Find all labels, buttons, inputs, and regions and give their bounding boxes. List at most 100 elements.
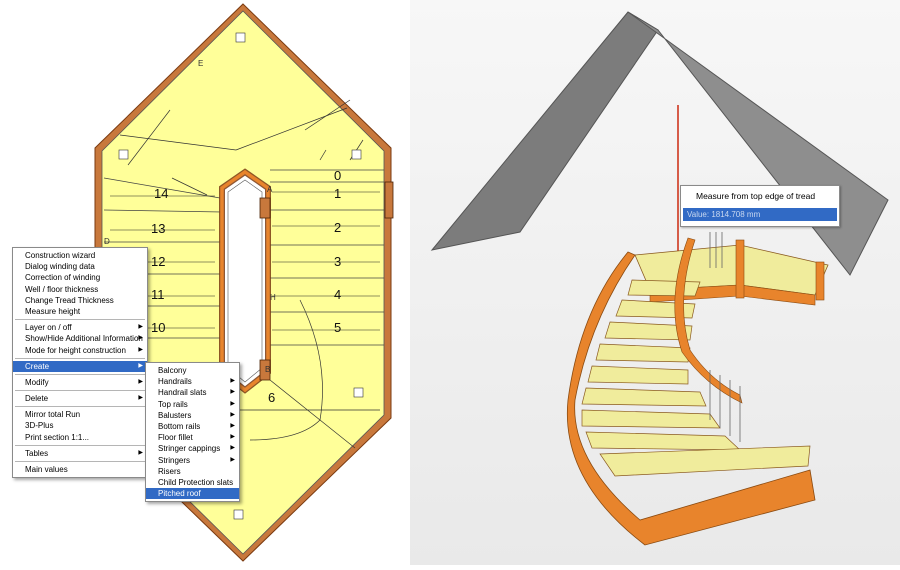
plan-tread-numbers: 14 13 12 11 10 0 1 2 3 4 5 6 <box>151 168 341 405</box>
tread-number: 1 <box>334 186 341 201</box>
submenu-arrow-icon: ▶ <box>138 324 143 331</box>
menu-item-label: Stringers <box>158 455 191 465</box>
menu-item-label: Layer on / off <box>25 323 72 333</box>
submenu-arrow-icon: ▶ <box>230 378 235 385</box>
tooltip-title: Measure from top edge of tread <box>696 191 816 201</box>
tread-number: 4 <box>334 287 341 302</box>
menu-item-label: Modify <box>25 377 49 387</box>
tread-number: 13 <box>151 221 165 236</box>
menu-separator <box>15 444 145 446</box>
submenu-arrow-icon: ▶ <box>138 395 143 402</box>
menu-item-balcony[interactable]: Balcony <box>146 365 239 376</box>
menu-item-handrails[interactable]: Handrails ▶ <box>146 376 239 387</box>
menu-item-label: Delete <box>25 394 49 404</box>
3d-model <box>430 11 889 546</box>
menu-item-label: Create <box>25 361 50 371</box>
tread-number: 0 <box>334 168 341 183</box>
menu-separator <box>15 406 145 408</box>
tread-number: 11 <box>151 287 165 302</box>
menu-item-child-protection-slats[interactable]: Child Protection slats <box>146 477 239 488</box>
menu-item-label: Bottom rails <box>158 421 201 431</box>
pitched-roof-left-plane <box>430 11 659 251</box>
tooltip-value: Value: 1814.708 mm <box>683 208 837 221</box>
menu-item-label: Handrail slats <box>158 388 207 398</box>
menu-item-change-tread-thickness[interactable]: Change Tread Thickness <box>13 295 147 306</box>
submenu-arrow-icon: ▶ <box>230 445 235 452</box>
plan-newel-post-bottom <box>259 359 271 381</box>
menu-item-tables[interactable]: Tables ▶ <box>13 448 147 459</box>
menu-item-label: Handrails <box>158 377 192 387</box>
plan-right-treads <box>270 169 384 346</box>
submenu-arrow-icon: ▶ <box>230 389 235 396</box>
menu-item-pitched-roof[interactable]: Pitched roof <box>146 488 239 500</box>
menu-item-measure-height[interactable]: Measure height <box>13 306 147 317</box>
3d-balusters <box>709 232 741 442</box>
menu-item-mirror-total-run[interactable]: Mirror total Run <box>13 409 147 420</box>
submenu-arrow-icon: ▶ <box>138 346 143 353</box>
submenu-arrow-icon: ▶ <box>138 449 143 456</box>
menu-item-construction-wizard[interactable]: Construction wizard <box>13 250 147 261</box>
menu-item-label: Top rails <box>158 399 188 409</box>
menu-item-delete[interactable]: Delete ▶ <box>13 393 147 404</box>
tread-number: 2 <box>334 220 341 235</box>
menu-item-show-hide-additional-information[interactable]: Show/Hide Additional Information▶ <box>13 333 147 344</box>
menu-item-floor-fillet[interactable]: Floor fillet▶ <box>146 432 239 443</box>
menu-item-main-values[interactable]: Main values <box>13 464 147 475</box>
menu-item-create[interactable]: Create ▶ <box>13 360 147 372</box>
menu-item-layer-on-off[interactable]: Layer on / off ▶ <box>13 322 147 333</box>
menu-item-label: Main values <box>25 465 68 474</box>
menu-item-handrail-slats[interactable]: Handrail slats ▶ <box>146 387 239 398</box>
menu-item-label: Tables <box>25 448 49 458</box>
tread-number: 3 <box>334 254 341 269</box>
pitched-roof-right-plane <box>627 11 889 276</box>
menu-item-label: Show/Hide Additional Information <box>25 334 143 344</box>
menu-item-bottom-rails[interactable]: Bottom rails ▶ <box>146 421 239 432</box>
svg-text:E: E <box>198 59 203 68</box>
menu-item-label: Mode for height construction <box>25 345 126 355</box>
menu-separator <box>15 461 145 462</box>
menu-item-label: Measure height <box>25 306 81 316</box>
menu-item-label: Child Protection slats <box>158 477 234 487</box>
menu-item-modify[interactable]: Modify▶ <box>13 377 147 388</box>
menu-item-top-rails[interactable]: Top rails ▶ <box>146 399 239 410</box>
submenu-arrow-icon: ▶ <box>230 411 235 418</box>
menu-item-label: Balusters <box>158 410 192 420</box>
menu-separator <box>15 390 145 392</box>
3d-treads <box>581 279 811 477</box>
menu-separator <box>15 319 145 321</box>
menu-item-stringer-cappings[interactable]: Stringer cappings ▶ <box>146 443 239 454</box>
menu-item-dialog-winding-data[interactable]: Dialog winding data <box>13 261 147 272</box>
svg-text:D: D <box>104 237 110 246</box>
submenu-arrow-icon: ▶ <box>138 335 143 342</box>
3d-landing-post <box>815 261 825 301</box>
menu-item-correction-of-winding[interactable]: Correction of winding <box>13 272 147 283</box>
menu-item-well-floor-thickness[interactable]: Well / floor thickness <box>13 284 147 295</box>
menu-item-label: Stringer cappings <box>158 444 221 454</box>
menu-separator <box>15 357 145 359</box>
menu-item-3d-plus[interactable]: 3D-Plus <box>13 420 147 431</box>
menu-item-label: Change Tread Thickness <box>25 295 114 305</box>
plan-markers <box>118 32 364 520</box>
menu-item-stringers[interactable]: Stringers▶ <box>146 455 239 466</box>
menu-item-label: Well / floor thickness <box>25 284 99 294</box>
menu-item-mode-for-height-construction[interactable]: Mode for height construction ▶ <box>13 345 147 356</box>
plan-view[interactable]: 14 13 12 11 10 0 1 2 3 4 5 6 E A B H D C… <box>0 0 410 565</box>
submenu-arrow-icon: ▶ <box>138 362 143 369</box>
menu-item-label: Construction wizard <box>25 251 96 260</box>
menu-item-balusters[interactable]: Balusters ▶ <box>146 410 239 421</box>
menu-item-label: Dialog winding data <box>25 262 95 272</box>
submenu-arrow-icon: ▶ <box>230 434 235 441</box>
3d-view[interactable]: Measure from top edge of tread Value: 18… <box>410 0 900 565</box>
menu-item-risers[interactable]: Risers <box>146 466 239 477</box>
submenu-arrow-icon: ▶ <box>230 400 235 407</box>
3d-newel-post <box>735 239 745 299</box>
menu-item-label: Risers <box>158 466 181 476</box>
menu-separator <box>15 373 145 375</box>
menu-item-label: Mirror total Run <box>25 410 81 420</box>
menu-item-label: Balcony <box>158 366 187 375</box>
submenu-arrow-icon: ▶ <box>230 422 235 429</box>
menu-item-label: 3D-Plus <box>25 421 54 431</box>
menu-item-print-section-1-1[interactable]: Print section 1:1... <box>13 432 147 443</box>
